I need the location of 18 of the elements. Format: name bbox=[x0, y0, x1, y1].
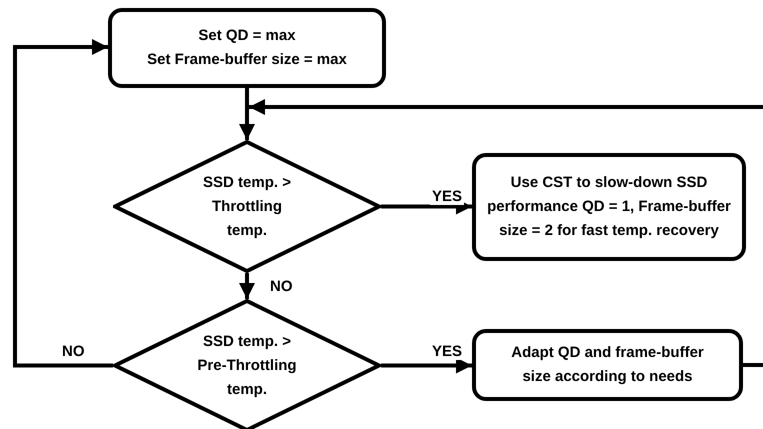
node-text: Adapt QD and frame-buffer size according to needs bbox=[510, 343, 705, 387]
node-text: Set QD = max bbox=[197, 26, 297, 46]
decision-diamond bbox=[113, 299, 381, 429]
node-text: SSD temp. > Pre-Throttling temp. bbox=[196, 332, 298, 400]
decision-diamond bbox=[113, 140, 381, 273]
process-box bbox=[472, 329, 743, 401]
connector-arrow bbox=[239, 88, 255, 140]
connector-arrow bbox=[381, 358, 472, 374]
process-box bbox=[472, 153, 746, 261]
node-text: Use CST to slow-down SSD performance QD = 1, Frame-buffer size = 2 for fast temp. recovery bbox=[486, 173, 732, 241]
process-box bbox=[108, 8, 386, 88]
connector-arrow bbox=[13, 39, 113, 368]
node-text: Set Frame-buffer size = max bbox=[146, 50, 348, 70]
edge-label: YES bbox=[430, 188, 464, 205]
node-text: SSD temp. > Throttling temp. bbox=[202, 172, 292, 240]
edge-label: YES bbox=[430, 343, 464, 360]
connector-arrow bbox=[249, 99, 763, 115]
connector-arrow bbox=[239, 273, 255, 299]
